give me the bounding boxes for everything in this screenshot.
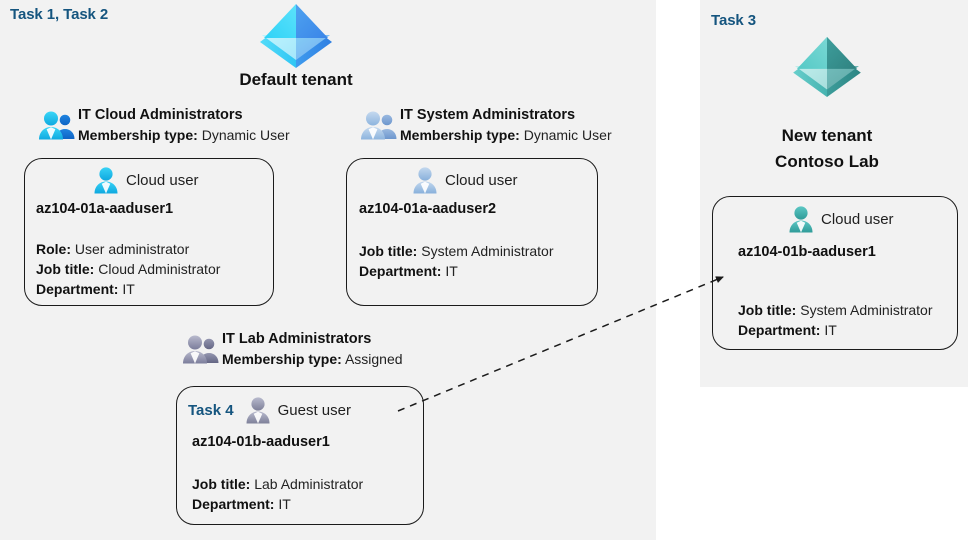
default-tenant-caption: Default tenant [239,70,353,89]
prop-department-3: Department: IT [192,494,363,514]
group-it-system-administrators: IT System Administrators Membership type… [360,106,612,145]
user-props-4: Job title: System Administrator Departme… [738,300,933,340]
cloud-user-icon-4 [789,206,813,233]
membership-label: Membership type: [78,127,198,143]
cloud-user-icon-2 [413,167,437,194]
azure-ad-tenant-icon-new [793,36,861,97]
group-title-system-admins: IT System Administrators [400,107,576,123]
guest-user-icon-3 [246,397,270,424]
membership-label: Membership type: [400,127,520,143]
user-name-4: az104-01b-aaduser1 [738,244,876,260]
group-it-lab-administrators: IT Lab Administrators Membership type: A… [182,330,403,369]
prop-value: IT [278,496,291,512]
prop-label: Job title: [36,261,95,277]
prop-value: IT [445,263,458,279]
membership-label: Membership type: [222,351,342,367]
prop-value: System Administrator [800,302,933,318]
prop-jobtitle-2: Job title: System Administrator [359,241,554,261]
cloud-user-icon-1 [94,167,118,194]
prop-value: Cloud Administrator [98,261,221,277]
prop-label: Department: [738,322,821,338]
membership-value: Dynamic User [523,127,612,143]
prop-role-1: Role: User administrator [36,239,220,259]
membership-value: Assigned [344,351,403,367]
group-title-cloud-admins: IT Cloud Administrators [78,107,243,123]
prop-department-4: Department: IT [738,320,933,340]
prop-value: User administrator [74,241,190,257]
prop-department-1: Department: IT [36,279,220,299]
azure-ad-tenant-icon-default [260,4,332,68]
prop-value: System Administrator [421,243,554,259]
new-tenant-caption-line1: New tenant [781,126,873,145]
prop-label: Job title: [738,302,797,318]
user-props-3: Job title: Lab Administrator Department:… [192,474,363,514]
prop-value: IT [122,281,135,297]
prop-label: Department: [359,263,442,279]
membership-value: Dynamic User [201,127,290,143]
group-membership-cloud-admins: Membership type: Dynamic User [78,125,290,145]
user-card-3-header: Task 4 Guest user [188,396,351,424]
prop-label: Department: [192,496,275,512]
user-name-1: az104-01a-aaduser1 [36,201,174,217]
user-type-label-4: Cloud user [821,210,894,228]
user-card-cloud-az104-01b-aaduser1[interactable] [712,196,958,350]
group-users-icon-cloud-admins [39,111,75,140]
user-name-2: az104-01a-aaduser2 [359,201,497,217]
prop-label: Job title: [192,476,251,492]
prop-jobtitle-3: Job title: Lab Administrator [192,474,363,494]
user-card-2-header: Cloud user [412,166,518,194]
user-type-label-1: Cloud user [126,171,199,189]
user-type-label-2: Cloud user [445,171,518,189]
user-card-1-header: Cloud user [93,166,199,194]
prop-jobtitle-1: Job title: Cloud Administrator [36,259,220,279]
prop-department-2: Department: IT [359,261,554,281]
prop-value: IT [824,322,837,338]
prop-label: Department: [36,281,119,297]
task-label-3: Task 3 [711,12,756,29]
user-card-4-header: Cloud user [788,205,894,233]
user-props-1: Role: User administrator Job title: Clou… [36,239,220,299]
group-title-lab-admins: IT Lab Administrators [222,331,372,347]
task-label-4: Task 4 [188,401,234,419]
group-membership-system-admins: Membership type: Dynamic User [400,125,612,145]
group-it-cloud-administrators: IT Cloud Administrators Membership type:… [38,106,290,145]
new-tenant-caption-line2: Contoso Lab [775,152,879,171]
user-props-2: Job title: System Administrator Departme… [359,241,554,281]
prop-jobtitle-4: Job title: System Administrator [738,300,933,320]
task-label-1-2: Task 1, Task 2 [10,6,109,23]
user-type-label-3: Guest user [277,401,351,419]
group-membership-lab-admins: Membership type: Assigned [222,349,403,369]
user-card-az104-01a-aaduser1[interactable] [24,158,274,306]
prop-label: Job title: [359,243,418,259]
prop-label: Role: [36,241,71,257]
prop-value: Lab Administrator [254,476,364,492]
user-card-guest-az104-01b-aaduser1[interactable] [176,386,424,525]
group-users-icon-system-admins [361,111,397,140]
default-tenant-panel [0,0,656,540]
user-name-3: az104-01b-aaduser1 [192,434,330,450]
group-users-icon-lab-admins [183,335,219,364]
